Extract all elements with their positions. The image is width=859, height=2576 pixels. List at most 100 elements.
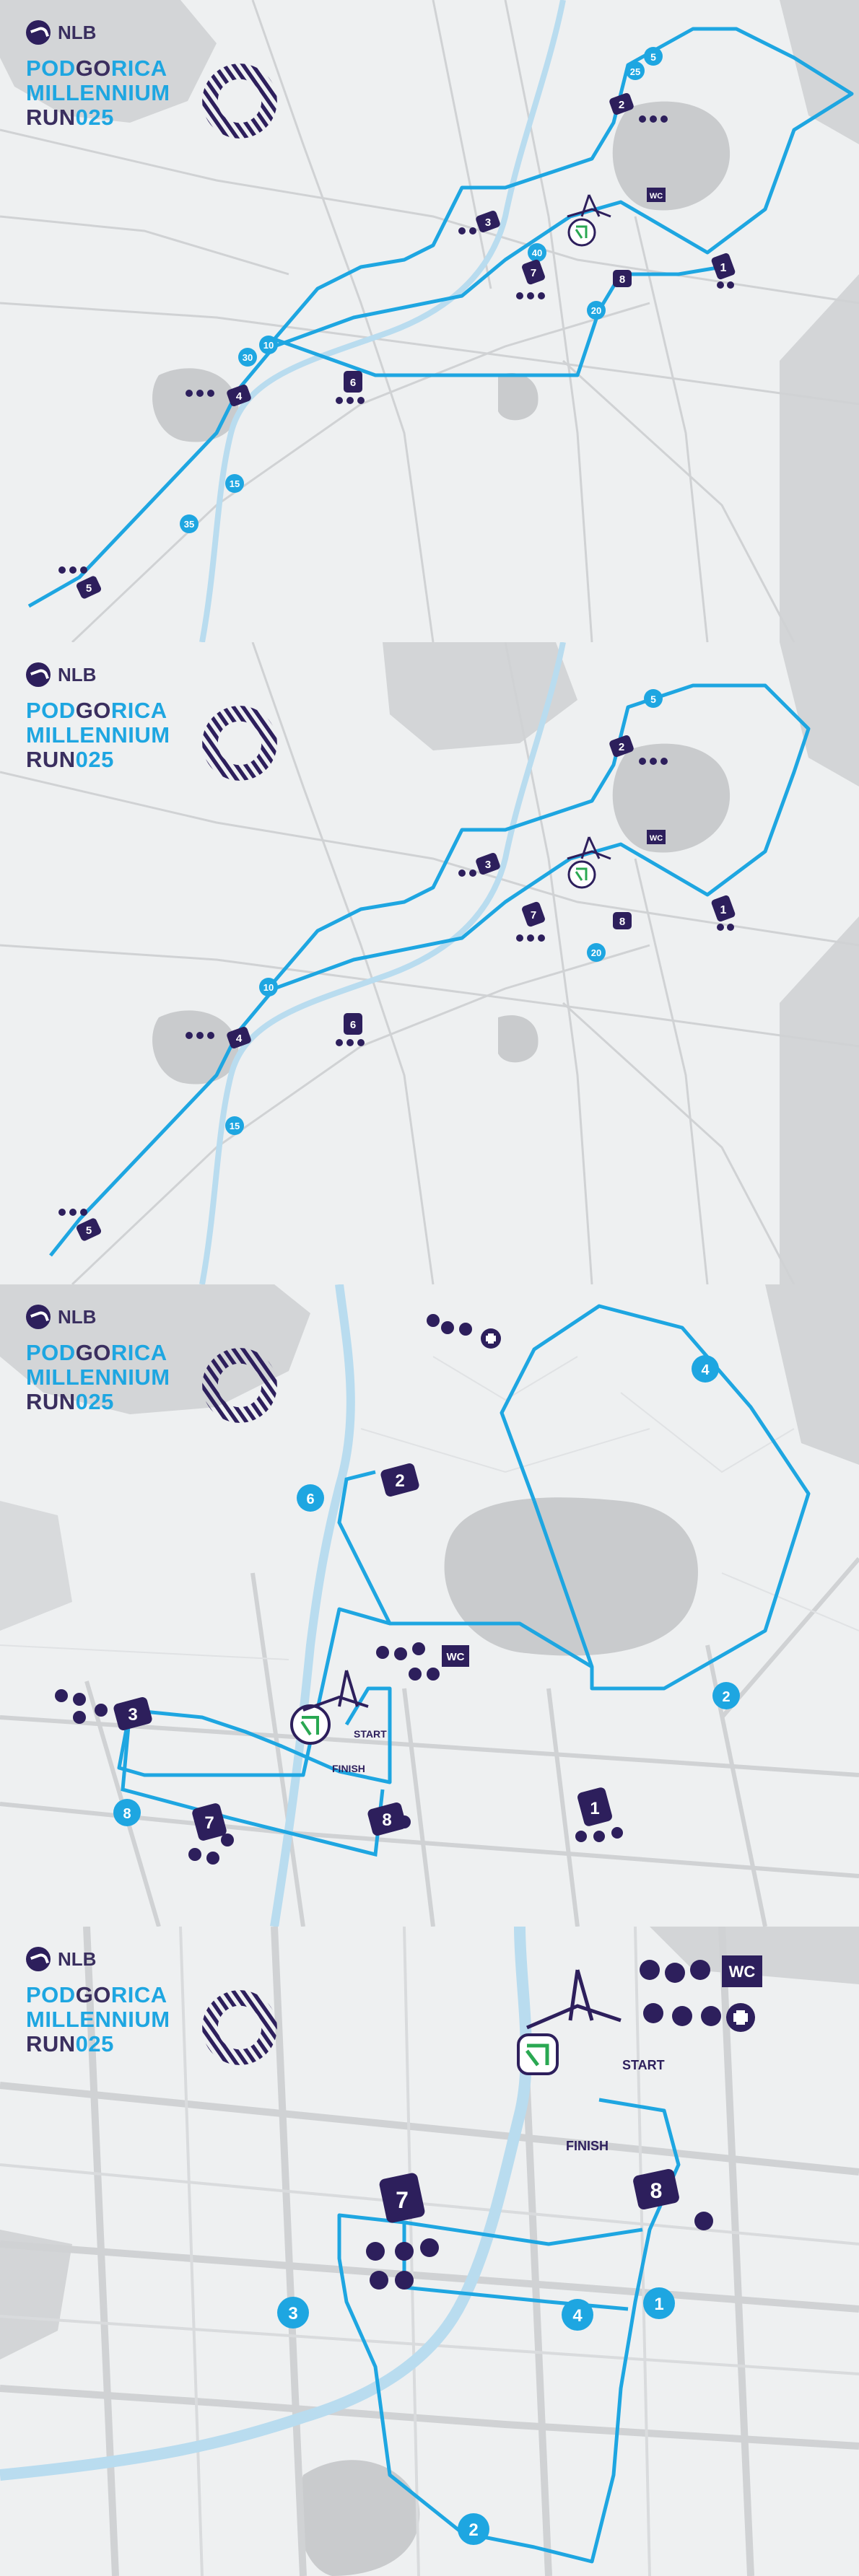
station-marker: 1 [711, 253, 736, 280]
svg-text:15: 15 [230, 478, 240, 489]
nlb-logo: NLB [26, 662, 170, 687]
svg-text:4: 4 [572, 2306, 583, 2326]
station-marker: 8 [613, 270, 632, 287]
map-panel-city-loop: 3 4 1 2 7 8 START FINISH WC NLB PODGORIC… [0, 1927, 859, 2576]
svg-text:1: 1 [720, 262, 727, 274]
nlb-logo-icon [26, 1305, 51, 1329]
lake-area [612, 743, 731, 853]
svg-text:WC: WC [650, 192, 663, 201]
title-part: POD [26, 1982, 76, 2007]
race-route [117, 1304, 811, 1784]
station-marker: 7 [192, 1803, 227, 1841]
wc-icon: WC [722, 1955, 762, 1987]
svg-text:8: 8 [619, 273, 625, 286]
route-connector [532, 1500, 594, 1668]
station-marker: 1 [577, 1787, 612, 1826]
title-part: MILLENNIUM [26, 2007, 170, 2032]
svg-text:3: 3 [128, 1705, 137, 1725]
svg-text:5: 5 [650, 51, 656, 63]
svg-text:8: 8 [123, 1806, 131, 1822]
millennium-ring-logo [202, 63, 277, 139]
svg-text:25: 25 [630, 66, 640, 77]
bridge-icon [567, 836, 611, 860]
lake-area [498, 372, 538, 421]
map-canvas: 3 4 1 2 7 8 START FINISH WC [0, 1927, 859, 2576]
km-marker: 20 [587, 301, 606, 320]
race-branding: NLB PODGORICA MILLENNIUM RUN025 [26, 1305, 170, 1414]
wc-icon: WC [442, 1645, 469, 1667]
km-marker: 4 [692, 1355, 719, 1383]
refreshment-icons [58, 115, 734, 574]
sponsor-name: NLB [58, 1305, 97, 1328]
title-part: GO [75, 1340, 111, 1365]
bridge-icon [526, 1969, 622, 2030]
km-marker: 40 [528, 243, 546, 262]
lake-area [444, 1497, 698, 1656]
millennium-ring-logo [202, 706, 277, 781]
finish-flag-icon [567, 218, 596, 247]
title-part: GO [75, 1982, 111, 2007]
svg-text:1: 1 [654, 2295, 663, 2314]
svg-text:4: 4 [236, 390, 243, 403]
title-part: MILLENNIUM [26, 1364, 170, 1390]
svg-text:8: 8 [382, 1810, 391, 1830]
svg-text:3: 3 [485, 216, 491, 229]
km-marker: 3 [277, 2297, 309, 2329]
lake-area [152, 368, 239, 442]
lake-area [383, 642, 577, 750]
millennium-ring-logo [202, 1990, 277, 2065]
km-marker: 2 [458, 2513, 489, 2545]
svg-text:5: 5 [650, 693, 656, 705]
map-panel-half-route: 5 20 10 15 1 2 3 4 5 6 7 8 WC NLB PODGOR… [0, 642, 859, 1284]
station-marker: 2 [609, 735, 634, 757]
sponsor-name: NLB [58, 21, 97, 43]
race-title: PODGORICA MILLENNIUM RUN025 [26, 1983, 170, 2056]
title-part: GO [75, 698, 111, 723]
map-panel-north-loop: 4 6 2 8 1 2 3 7 8 START FINISH WC NLB PO… [0, 1284, 859, 1927]
svg-text:30: 30 [243, 352, 253, 363]
title-part: RUN [26, 747, 76, 772]
svg-text:7: 7 [204, 1813, 214, 1833]
station-marker: 6 [344, 1013, 362, 1035]
lake-area [0, 1284, 310, 1414]
station-marker: 6 [344, 371, 362, 393]
svg-text:20: 20 [591, 947, 601, 958]
lake-area [0, 0, 217, 123]
nlb-logo-icon [26, 1947, 51, 1971]
svg-text:WC: WC [447, 1651, 465, 1663]
title-part: 025 [75, 2031, 114, 2056]
title-part: POD [26, 1340, 76, 1365]
lake-area [0, 1501, 72, 1631]
lake-area [297, 2460, 420, 2576]
title-part: 025 [75, 747, 114, 772]
finish-label: FINISH [332, 1763, 365, 1774]
station-marker: 8 [613, 912, 632, 929]
km-marker: 25 [626, 61, 645, 80]
svg-text:3: 3 [288, 2304, 297, 2323]
race-branding: NLB PODGORICA MILLENNIUM RUN025 [26, 662, 170, 772]
station-marker: 1 [711, 895, 736, 922]
race-title: PODGORICA MILLENNIUM RUN025 [26, 698, 170, 772]
title-part: MILLENNIUM [26, 80, 170, 105]
lake-area [0, 2230, 72, 2360]
finish-flag-icon [290, 1704, 331, 1745]
km-marker: 5 [644, 47, 663, 66]
svg-text:8: 8 [619, 916, 625, 928]
race-branding: NLB PODGORICA MILLENNIUM RUN025 [26, 20, 170, 130]
start-label: START [622, 2058, 665, 2072]
nlb-logo: NLB [26, 1305, 170, 1329]
km-marker: 10 [259, 336, 278, 354]
river [199, 0, 566, 642]
finish-flag-icon [567, 860, 596, 889]
lake-area [498, 1015, 538, 1063]
km-marker: 4 [562, 2299, 593, 2331]
svg-text:15: 15 [230, 1121, 240, 1131]
svg-text:7: 7 [531, 267, 536, 279]
map-canvas: 4 6 2 8 1 2 3 7 8 START FINISH WC [0, 1284, 859, 1927]
svg-text:2: 2 [395, 1471, 404, 1491]
km-marker: 15 [225, 1116, 244, 1135]
km-marker: 10 [259, 978, 278, 996]
station-marker: 3 [476, 853, 500, 875]
title-part: 025 [75, 1389, 114, 1414]
nlb-logo: NLB [26, 20, 170, 45]
